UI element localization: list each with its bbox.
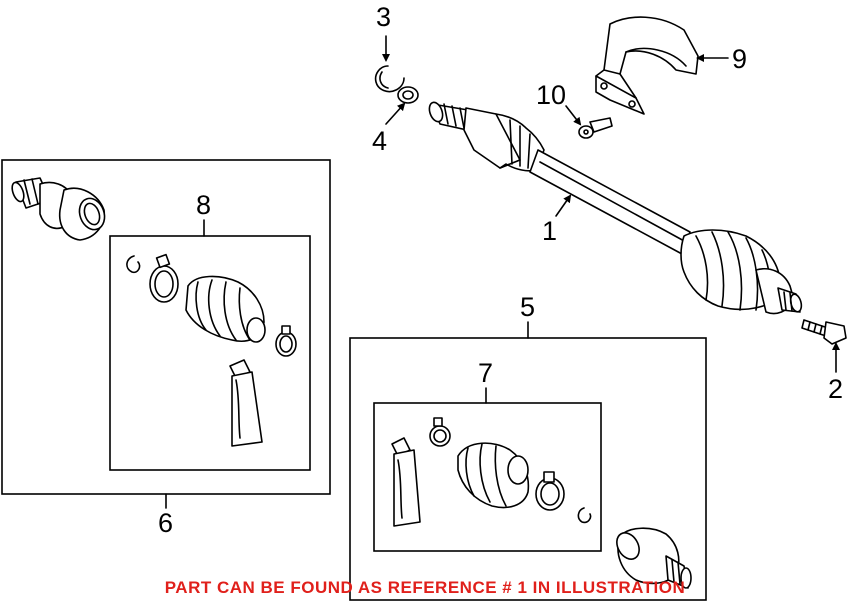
kit-8-parts — [126, 253, 297, 447]
callout-2: 2 — [828, 374, 843, 404]
reference-note: PART CAN BE FOUND AS REFERENCE # 1 IN IL… — [164, 578, 686, 597]
kit-box-8 — [109, 235, 311, 471]
kit-box-7 — [373, 402, 602, 552]
axle-bolt — [801, 319, 847, 345]
heat-shield — [595, 16, 699, 115]
callout-8: 8 — [196, 190, 211, 220]
outer-cv-joint — [616, 527, 692, 589]
callout-6: 6 — [158, 508, 173, 538]
inner-cv-joint — [11, 177, 106, 241]
callout-10: 10 — [536, 80, 566, 110]
callout-1: 1 — [542, 216, 557, 246]
axle-shaft — [428, 101, 803, 315]
callout-5: 5 — [520, 292, 535, 322]
snap-ring — [374, 65, 405, 93]
callout-7: 7 — [478, 358, 493, 388]
callout-9: 9 — [732, 44, 747, 74]
washer — [397, 86, 419, 104]
callout-3: 3 — [376, 2, 391, 32]
shield-bolt — [578, 117, 613, 139]
kit-7-parts — [391, 417, 592, 527]
callout-4: 4 — [372, 126, 387, 156]
